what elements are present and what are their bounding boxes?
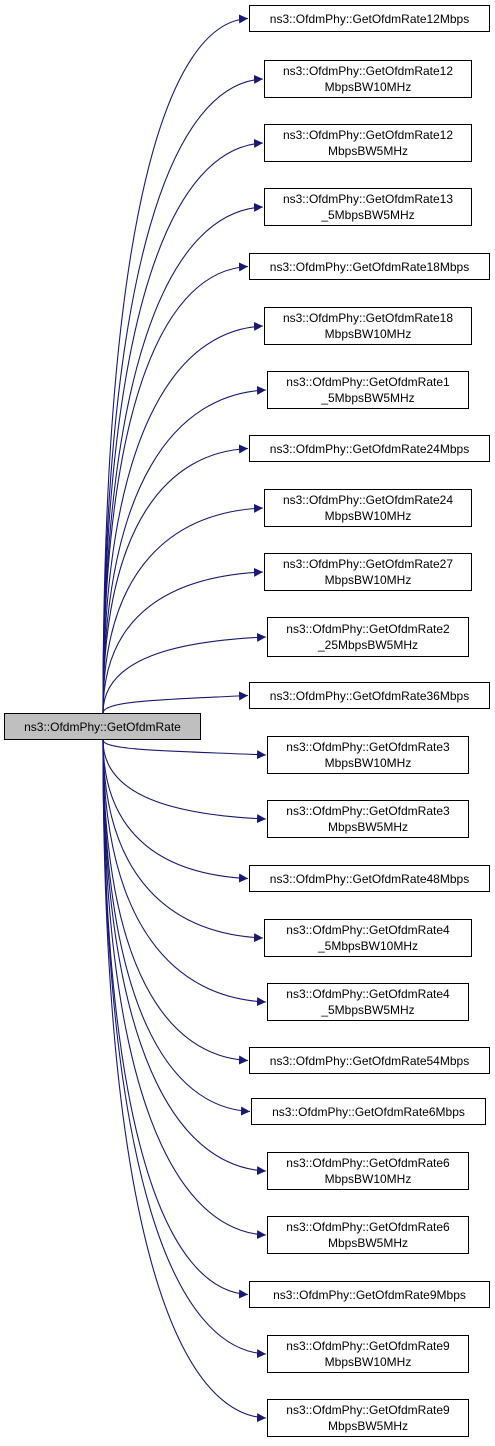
call-edge [102, 739, 267, 1240]
callee-node-label-line: ns3::OfdmPhy::GetOfdmRate9Mbps [273, 1287, 466, 1302]
callee-node-label-line: MbpsBW10MHz [324, 756, 412, 770]
callee-node-label-line: ns3::OfdmPhy::GetOfdmRate12Mbps [269, 11, 470, 26]
call-edge [102, 138, 264, 714]
callee-node-label-line: ns3::OfdmPhy::GetOfdmRate9 [286, 1403, 450, 1417]
callee-node-label-line: ns3::OfdmPhy::GetOfdmRate24 [282, 493, 454, 507]
callee-node-label-line: ns3::OfdmPhy::GetOfdmRate24Mbps [269, 441, 470, 456]
callee-node-label-line: ns3::OfdmPhy::GetOfdmRate4 [286, 923, 450, 937]
callee-node[interactable]: ns3::OfdmPhy::GetOfdmRate2_25MbpsBW5MHz [267, 617, 469, 657]
callee-node-label-line: ns3::OfdmPhy::GetOfdmRate18 [282, 311, 454, 325]
callee-node[interactable]: ns3::OfdmPhy::GetOfdmRate4_5MbpsBW5MHz [267, 983, 469, 1021]
callee-node-label-line: ns3::OfdmPhy::GetOfdmRate4 [286, 987, 450, 1001]
call-edge [102, 739, 267, 1176]
callee-node[interactable]: ns3::OfdmPhy::GetOfdmRate54Mbps [249, 1047, 490, 1074]
callee-node[interactable]: ns3::OfdmPhy::GetOfdmRate48Mbps [249, 865, 490, 892]
callee-node-label-line: ns3::OfdmPhy::GetOfdmRate48Mbps [269, 871, 470, 886]
call-edge [102, 444, 249, 714]
callee-node-label-line: MbpsBW5MHz [327, 1236, 408, 1250]
callee-node-label-line: ns3::OfdmPhy::GetOfdmRate2 [286, 622, 450, 636]
callee-node-label-line: ns3::OfdmPhy::GetOfdmRate54Mbps [269, 1053, 470, 1068]
callee-node[interactable]: ns3::OfdmPhy::GetOfdmRate1_5MbpsBW5MHz [267, 371, 469, 409]
call-edge [102, 567, 264, 714]
callee-node-label-line: _25MbpsBW5MHz [317, 638, 419, 652]
callee-node-label-line: ns3::OfdmPhy::GetOfdmRate9 [286, 1339, 450, 1353]
callee-node-label-line: ns3::OfdmPhy::GetOfdmRate27 [282, 557, 454, 571]
callee-node[interactable]: ns3::OfdmPhy::GetOfdmRate9Mbps [249, 1281, 490, 1308]
call-edge [102, 739, 251, 1116]
call-edge [102, 632, 267, 714]
call-edge [102, 739, 267, 1423]
callee-node[interactable]: ns3::OfdmPhy::GetOfdmRate6Mbps [251, 1098, 486, 1125]
callee-node-label-line: ns3::OfdmPhy::GetOfdmRate6 [286, 1156, 450, 1170]
call-edge [102, 202, 264, 714]
callee-node[interactable]: ns3::OfdmPhy::GetOfdmRate4_5MbpsBW10MHz [264, 919, 472, 957]
call-edge [102, 691, 249, 714]
call-edge [102, 14, 249, 714]
callee-node[interactable]: ns3::OfdmPhy::GetOfdmRate12Mbps [249, 5, 490, 32]
call-edge [102, 74, 264, 714]
call-edge [102, 503, 264, 714]
call-edge [102, 739, 267, 1007]
callee-node-label-line: ns3::OfdmPhy::GetOfdmRate13 [282, 192, 454, 206]
callee-node-label-line: MbpsBW10MHz [324, 573, 412, 587]
callee-node-label-line: MbpsBW10MHz [324, 80, 412, 94]
callee-node[interactable]: ns3::OfdmPhy::GetOfdmRate13_5MbpsBW5MHz [264, 188, 472, 226]
callee-node-label-line: _5MbpsBW10MHz [317, 939, 419, 953]
call-edge [102, 739, 267, 824]
callee-node-label-line: ns3::OfdmPhy::GetOfdmRate3 [286, 740, 450, 754]
callee-node-label-line: MbpsBW5MHz [327, 820, 408, 834]
callee-node-label-line: _5MbpsBW5MHz [321, 208, 415, 222]
callee-node-label-line: ns3::OfdmPhy::GetOfdmRate12 [282, 64, 454, 78]
call-edge [102, 385, 267, 714]
callee-node-label-line: ns3::OfdmPhy::GetOfdmRate18Mbps [269, 259, 470, 274]
callee-node-label-line: _5MbpsBW5MHz [321, 391, 415, 405]
root-node-label: ns3::OfdmPhy::GetOfdmRate [24, 719, 181, 734]
callee-node[interactable]: ns3::OfdmPhy::GetOfdmRate18Mbps [249, 253, 490, 280]
call-edge [102, 739, 249, 1065]
callee-node[interactable]: ns3::OfdmPhy::GetOfdmRate24Mbps [249, 435, 490, 462]
callee-node-label-line: MbpsBW5MHz [327, 1419, 408, 1433]
callee-node-label-line: ns3::OfdmPhy::GetOfdmRate6Mbps [272, 1104, 465, 1119]
call-edge [102, 739, 267, 1359]
callee-node-label-line: ns3::OfdmPhy::GetOfdmRate6 [286, 1220, 450, 1234]
callee-node-label-line: MbpsBW10MHz [324, 1172, 412, 1186]
callee-node-label-line: MbpsBW5MHz [327, 144, 408, 158]
call-edge [102, 262, 249, 714]
callee-node-label-line: ns3::OfdmPhy::GetOfdmRate12 [282, 128, 454, 142]
root-node: ns3::OfdmPhy::GetOfdmRate [4, 713, 201, 740]
callee-node-label-line: ns3::OfdmPhy::GetOfdmRate1 [286, 375, 450, 389]
callee-node-label-line: ns3::OfdmPhy::GetOfdmRate3 [286, 804, 450, 818]
callee-node[interactable]: ns3::OfdmPhy::GetOfdmRate36Mbps [249, 682, 490, 709]
callee-node-label-line: MbpsBW10MHz [324, 1355, 412, 1369]
call-edge [102, 739, 264, 943]
call-edge [102, 321, 264, 714]
callee-node-label-line: MbpsBW10MHz [324, 509, 412, 523]
callee-node-label-line: _5MbpsBW5MHz [321, 1003, 415, 1017]
call-edge [102, 739, 267, 760]
callee-node-label-line: MbpsBW10MHz [324, 327, 412, 341]
callee-node-label-line: ns3::OfdmPhy::GetOfdmRate36Mbps [269, 688, 470, 703]
call-edge [102, 739, 249, 883]
